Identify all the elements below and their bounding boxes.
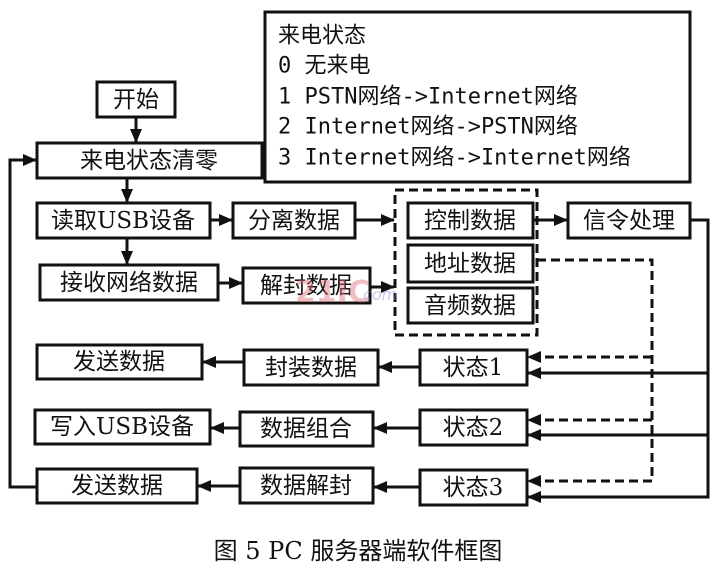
svg-text:发送数据: 发送数据 [73, 349, 165, 375]
svg-text:21IC: 21IC [295, 275, 370, 310]
connectors [8, 117, 710, 503]
node-state-1: 状态1 [418, 348, 529, 387]
svg-text:接收网络数据: 接收网络数据 [60, 270, 198, 296]
node-clear-state: 来电状态清零 [35, 141, 264, 180]
node-separate-data: 分离数据 [231, 201, 357, 240]
node-state-2: 状态2 [418, 408, 529, 447]
svg-text:状态3: 状态3 [443, 475, 504, 501]
svg-text:来电状态清零: 来电状态清零 [80, 148, 218, 174]
svg-text:控制数据: 控制数据 [424, 208, 516, 234]
svg-text:状态2: 状态2 [443, 415, 504, 441]
node-decap-data: 解封数据 [241, 266, 372, 305]
legend-item: 1 PSTN网络->Internet网络 [278, 85, 578, 110]
node-address-data: 地址数据 [406, 243, 535, 284]
svg-text:信令处理: 信令处理 [583, 208, 675, 234]
svg-text:发送数据: 发送数据 [71, 473, 163, 499]
svg-text:开始: 开始 [113, 87, 159, 113]
node-send-data-3: 发送数据 [35, 467, 199, 505]
node-read-usb: 读取USB设备 [35, 201, 212, 240]
legend-item: 3 Internet网络->Internet网络 [278, 146, 631, 171]
node-control-data: 控制数据 [406, 201, 535, 240]
node-receive-network: 接收网络数据 [38, 263, 220, 302]
node-encap-data: 封装数据 [242, 348, 380, 387]
svg-text:地址数据: 地址数据 [424, 251, 516, 277]
svg-text:数据组合: 数据组合 [260, 416, 352, 442]
legend-item: 0 无来电 [278, 54, 371, 79]
node-write-usb: 写入USB设备 [33, 408, 212, 446]
svg-text:封装数据: 封装数据 [265, 355, 357, 381]
data-group-dashed [393, 188, 539, 337]
svg-text:写入USB设备: 写入USB设备 [50, 414, 194, 440]
svg-text:解封数据: 解封数据 [260, 273, 352, 299]
node-send-data-1: 发送数据 [35, 343, 204, 381]
node-combine-data: 数据组合 [238, 410, 375, 448]
node-data-decap: 数据解封 [238, 466, 375, 505]
node-audio-data: 音频数据 [406, 286, 535, 325]
figure-caption: 图 5 PC 服务器端软件框图 [214, 537, 503, 565]
svg-text:读取USB设备: 读取USB设备 [51, 208, 195, 234]
node-start: 开始 [95, 80, 177, 119]
svg-text:分离数据: 分离数据 [248, 208, 340, 234]
legend-title: 来电状态 [278, 24, 366, 49]
legend-box: 来电状态 0 无来电 1 PSTN网络->Internet网络 2 Intern… [263, 10, 692, 184]
svg-text:.com: .com [358, 285, 397, 304]
node-signal-process: 信令处理 [566, 201, 692, 240]
node-state-3: 状态3 [418, 468, 529, 507]
svg-text:数据解封: 数据解封 [260, 473, 352, 499]
svg-text:音频数据: 音频数据 [424, 293, 516, 319]
legend-item: 2 Internet网络->PSTN网络 [278, 115, 578, 140]
watermark-logo: 21IC .com [295, 275, 397, 310]
svg-text:状态1: 状态1 [443, 355, 504, 381]
